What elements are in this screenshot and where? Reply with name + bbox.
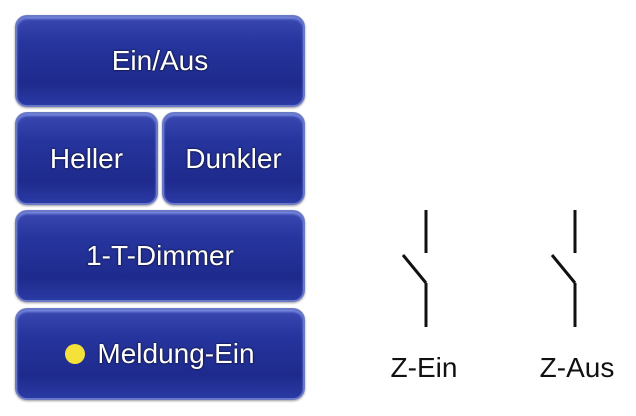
dimmer-label: 1-T-Dimmer: [86, 240, 234, 271]
brighter-label: Heller: [49, 142, 124, 174]
z-off-label: Z-Aus: [539, 352, 615, 383]
brighter-button[interactable]: Heller: [15, 112, 158, 205]
status-indicator-icon: [65, 344, 86, 364]
switch-z-on-icon: [401, 210, 428, 327]
on-off-label: Ein/Aus: [111, 45, 209, 76]
darker-button[interactable]: Dunkler: [162, 112, 305, 205]
status-on-label: Meldung-Ein: [97, 338, 255, 369]
status-on-button[interactable]: Meldung-Ein: [15, 308, 305, 400]
on-off-button[interactable]: Ein/Aus: [15, 15, 305, 107]
dimmer-button[interactable]: 1-T-Dimmer: [15, 210, 305, 302]
z-on-label: Z-Ein: [390, 352, 458, 383]
switch-z-off-icon: [550, 210, 577, 327]
darker-label: Dunkler: [185, 142, 282, 174]
